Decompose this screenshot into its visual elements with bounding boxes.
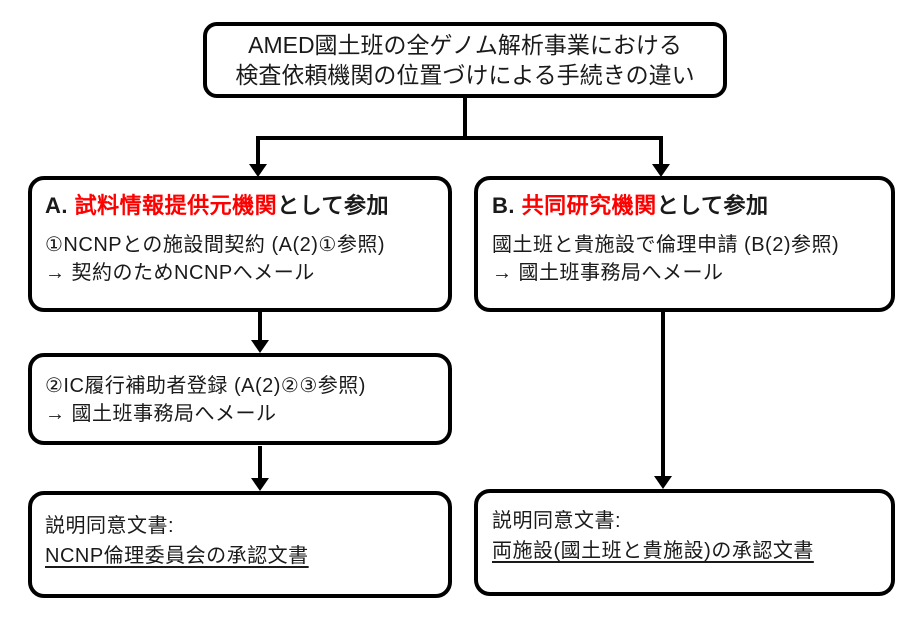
- arrow-down-icon-into-ic-box: [251, 340, 269, 353]
- branch-b-step1-line-1: 國土班と貴施設で倫理申請 (B(2)参照): [492, 234, 840, 256]
- consent-a-document: NCNP倫理委員会の承認文書: [45, 545, 309, 567]
- ic-registration-line-1: ②IC履行補助者登録 (A(2)②③参照): [45, 375, 366, 397]
- branch-a-header-highlight: 試料情報提供元機関: [74, 193, 278, 218]
- branch-a-header: A. 試料情報提供元機関として参加: [45, 192, 436, 220]
- consent-b-label: 説明同意文書:: [492, 510, 622, 532]
- arrow-down-icon-into-consent-a: [251, 478, 269, 491]
- branch-a-step1-line-1: ①NCNPとの施設間契約 (A(2)①参照): [45, 234, 385, 256]
- branch-a-box: A. 試料情報提供元機関として参加 ①NCNPとの施設間契約 (A(2)①参照)…: [28, 176, 452, 312]
- arrow-down-icon-into-consent-b: [654, 476, 672, 489]
- title-line-2: 検査依頼機関の位置づけによる手続きの違い: [235, 62, 695, 88]
- ic-registration-line-2: → 國土班事務局へメール: [45, 403, 277, 425]
- arrow-down-icon-into-box-b: [652, 164, 670, 177]
- consent-a-box: 説明同意文書: NCNP倫理委員会の承認文書: [28, 491, 452, 598]
- branch-b-box: B. 共同研究機関として参加 國土班と貴施設で倫理申請 (B(2)参照) → 國…: [474, 176, 895, 312]
- branch-b-step1-line-2: → 國土班事務局へメール: [492, 262, 724, 284]
- branch-b-header-prefix: B.: [492, 193, 522, 218]
- branch-a-header-suffix: として参加: [277, 193, 389, 218]
- title-line-1: AMED國土班の全ゲノム解析事業における: [248, 32, 682, 58]
- branch-b-header-highlight: 共同研究機関: [521, 193, 657, 218]
- arrow-down-icon-into-box-a: [249, 164, 267, 177]
- branch-b-header: B. 共同研究機関として参加: [492, 192, 879, 220]
- branch-a-step1-line-2: → 契約のためNCNPへメール: [45, 262, 315, 284]
- title-box: AMED國土班の全ゲノム解析事業における 検査依頼機関の位置づけによる手続きの違…: [203, 22, 727, 98]
- branch-a-header-prefix: A.: [45, 193, 75, 218]
- consent-a-label: 説明同意文書:: [45, 515, 175, 537]
- consent-b-box: 説明同意文書: 両施設(國土班と貴施設)の承認文書: [474, 489, 895, 596]
- consent-b-document: 両施設(國土班と貴施設)の承認文書: [492, 540, 814, 562]
- ic-registration-box: ②IC履行補助者登録 (A(2)②③参照) → 國土班事務局へメール: [28, 353, 452, 445]
- branch-b-header-suffix: として参加: [656, 193, 769, 218]
